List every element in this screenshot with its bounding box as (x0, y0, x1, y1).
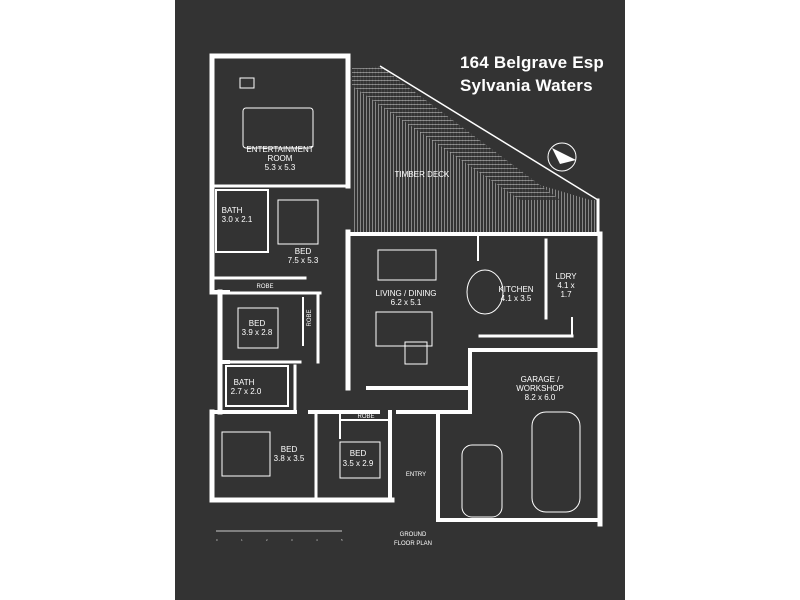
kitchen-island-icon (466, 269, 504, 315)
bed3-dims: 3.8 x 3.5 (274, 454, 305, 463)
timber-deck-label: TIMBER DECK (395, 170, 450, 179)
plan-label-2: FLOOR PLAN (394, 541, 432, 547)
laundry-dims-2: 1.7 (560, 290, 572, 299)
bed4-dims: 3.5 x 2.9 (343, 459, 374, 468)
bath2-label: BATH (234, 378, 255, 387)
robe1-label: ROBE (256, 284, 273, 290)
walls (209, 53, 603, 527)
scale-tick-0: 0 (216, 538, 218, 542)
bed1-dims: 7.5 x 5.3 (288, 256, 319, 265)
garage-label: GARAGE / (521, 375, 560, 384)
bed3-bed-icon (221, 431, 271, 477)
compass-icon (547, 142, 577, 172)
car-icon (461, 444, 503, 518)
bed3-label: BED (281, 445, 298, 454)
scale-tick-2: 2 (266, 538, 268, 542)
scale-bar: 0 1 2 3 4 5 (216, 530, 343, 542)
tv-unit-icon (239, 77, 255, 89)
kitchen-label: KITCHEN (498, 285, 533, 294)
garage-dims: 8.2 x 6.0 (525, 393, 556, 402)
laundry-label: LDRY (555, 272, 577, 281)
robe2-label: ROBE (307, 309, 313, 326)
kitchen-dims: 4.1 x 3.5 (501, 294, 532, 303)
bath2-dims: 2.7 x 2.0 (231, 387, 262, 396)
bed4-label: BED (350, 449, 367, 458)
garage-label-2: WORKSHOP (516, 384, 564, 393)
scale-tick-4: 4 (316, 538, 318, 542)
living-dining-dims: 6.2 x 5.1 (391, 298, 422, 307)
bed2-dims: 3.9 x 2.8 (242, 328, 273, 337)
living-dining-label: LIVING / DINING (376, 289, 437, 298)
bath1-dims: 3.0 x 2.1 (222, 215, 253, 224)
car-icon (531, 411, 581, 513)
entertainment-room-label: ENTERTAINMENT (246, 145, 313, 154)
coffee-table-icon (404, 341, 428, 365)
dining-table-icon (377, 249, 437, 281)
pool-table-icon (242, 107, 314, 149)
sofa-icon (375, 311, 433, 347)
scale-tick-3: 3 (291, 538, 293, 542)
laundry-dims-1: 4.1 x (557, 281, 574, 290)
entry-label: ENTRY (406, 472, 426, 478)
address-line-1: 164 Belgrave Esp (460, 53, 605, 72)
address-line-2: Sylvania Waters (460, 76, 593, 95)
scale-tick-1: 1 (241, 538, 243, 542)
bath1-label: BATH (222, 206, 243, 215)
plan-label-1: GROUND (400, 532, 427, 538)
scale-tick-5: 5 (341, 538, 343, 542)
bed1-bed-icon (277, 199, 319, 245)
entertainment-room-dims: 5.3 x 5.3 (265, 163, 296, 172)
bed4-bed-icon (339, 441, 381, 479)
furniture (221, 77, 581, 518)
bed2-label: BED (249, 319, 266, 328)
robe3-label: ROBE (357, 414, 374, 420)
timber-deck-area (352, 65, 599, 234)
entertainment-room-label-2: ROOM (268, 154, 293, 163)
bed1-label: BED (295, 247, 312, 256)
bed2-bed-icon (237, 307, 279, 349)
